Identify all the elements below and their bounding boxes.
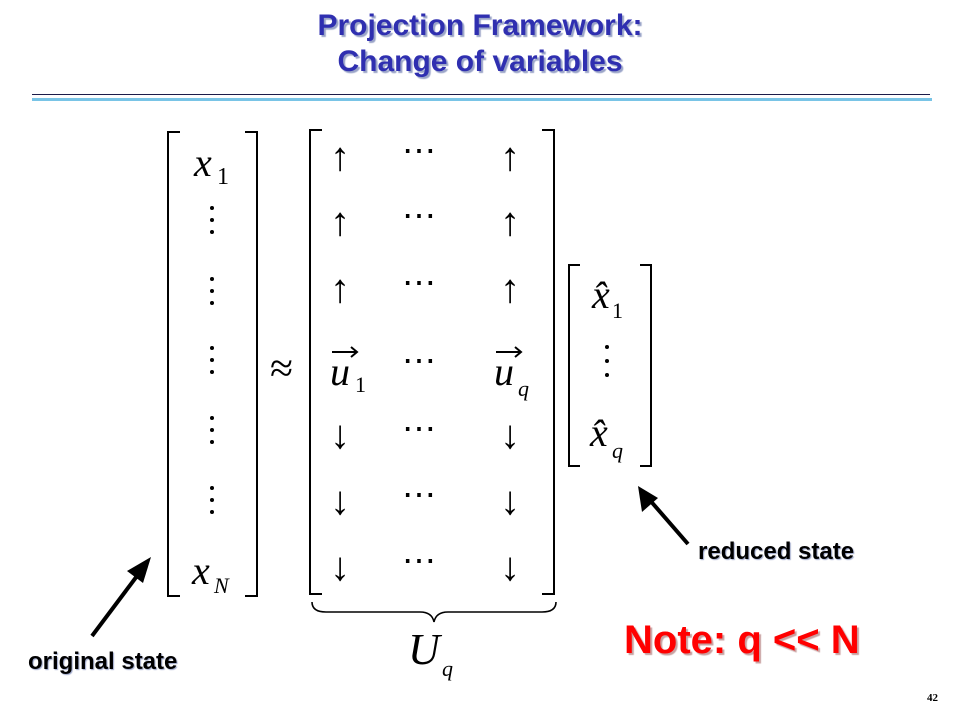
- reduced-vector-vdot: [605, 373, 609, 377]
- title-rule-light: [32, 98, 932, 101]
- title-line-1: Projection Framework:: [317, 9, 643, 42]
- reduced-vector-right-bracket: [640, 264, 652, 467]
- reduced-vector: [568, 264, 652, 467]
- basis-matrix-down-arrow: ↓: [330, 412, 350, 457]
- reduced-vector-vdot: [605, 345, 609, 349]
- reduced-state-label: reduced state: [698, 538, 855, 565]
- basis-matrix-down-arrow: ↓: [500, 544, 520, 589]
- slide-title: Projection Framework: Change of variable…: [0, 8, 960, 80]
- x-vector-first-entry: x: [193, 140, 212, 185]
- basis-matrix-right-bracket: [542, 129, 555, 595]
- title-line-2: Change of variables: [337, 45, 623, 78]
- x-vector-vdots: [210, 206, 214, 514]
- x-vector-vdot: [210, 358, 214, 362]
- title-rule-dark: [32, 94, 930, 95]
- reduced-vector-vdot: [605, 359, 609, 363]
- x-vector-vdot: [210, 277, 214, 281]
- reduced-state-arrow-line: [646, 496, 690, 546]
- basis-matrix-ellipsis: ⋯: [402, 543, 436, 580]
- x-vector: [167, 131, 258, 597]
- x-vector-vdot: [210, 498, 214, 502]
- basis-matrix-up-arrow: ↑: [330, 199, 350, 244]
- underbrace-label: U: [408, 625, 443, 674]
- basis-matrix-up-arrow: ↑: [500, 266, 520, 311]
- basis-first-column-vector: u: [330, 349, 350, 394]
- x-vector-vdot: [210, 510, 214, 514]
- size-note: Note: q << N: [624, 618, 860, 662]
- basis-matrix-ellipsis: ⋯: [402, 343, 436, 380]
- basis-matrix-up-arrow: ↑: [500, 134, 520, 179]
- basis-matrix-down-arrow: ↓: [330, 478, 350, 523]
- page-number: 42: [927, 692, 938, 704]
- basis-matrix-down-arrow: ↓: [500, 412, 520, 457]
- first-column-vector-arrowhead: [350, 346, 359, 358]
- basis-matrix-column-vectors: u 1 u q: [330, 346, 529, 401]
- x-vector-left-bracket: [167, 131, 180, 597]
- basis-matrix-ellipsis: ⋯: [402, 411, 436, 448]
- basis-matrix-left-bracket: [309, 129, 322, 595]
- x-vector-vdot: [210, 230, 214, 234]
- basis-matrix: [309, 129, 555, 595]
- x-vector-last-entry: x: [191, 548, 210, 593]
- reduced-state-arrowhead: [638, 486, 658, 512]
- reduced-vector-first-entry: x̂: [591, 272, 610, 317]
- reduced-vector-vdots: [605, 345, 609, 377]
- basis-matrix-ellipsis: ⋯: [402, 265, 436, 302]
- basis-first-column-subscript: 1: [355, 372, 366, 397]
- x-vector-vdot: [210, 289, 214, 293]
- reduced-vector-last-subscript: q: [612, 438, 623, 463]
- underbrace-label-subscript: q: [442, 656, 453, 681]
- basis-matrix-up-arrow: ↑: [330, 134, 350, 179]
- x-vector-right-bracket: [245, 131, 258, 597]
- original-state-pointer: [90, 557, 151, 638]
- reduced-state-pointer: [638, 486, 690, 546]
- basis-last-column-vector: u: [494, 349, 514, 394]
- x-vector-vdot: [210, 416, 214, 420]
- basis-matrix-up-arrow: ↑: [330, 266, 350, 311]
- basis-matrix-down-arrow: ↓: [500, 478, 520, 523]
- basis-matrix-up-arrow: ↑: [500, 199, 520, 244]
- reduced-vector-left-bracket: [568, 264, 580, 467]
- x-vector-vdot: [210, 218, 214, 222]
- x-vector-last-subscript: N: [213, 573, 230, 598]
- basis-matrix-down-arrow: ↓: [330, 544, 350, 589]
- original-state-arrowhead: [127, 557, 151, 583]
- original-state-arrow-line: [90, 570, 142, 638]
- x-vector-vdot: [210, 346, 214, 350]
- basis-matrix-underbrace: [311, 601, 557, 623]
- x-vector-vdot: [210, 370, 214, 374]
- basis-matrix-ellipsis: ⋯: [402, 198, 436, 235]
- x-vector-first-subscript: 1: [217, 164, 229, 190]
- x-vector-vdot: [210, 206, 214, 210]
- x-vector-vdot: [210, 428, 214, 432]
- reduced-vector-first-subscript: 1: [612, 298, 623, 323]
- approx-symbol: ≈: [270, 346, 293, 392]
- basis-matrix-ellipsis: ⋯: [402, 477, 436, 514]
- x-vector-vdot: [210, 301, 214, 305]
- basis-matrix-ellipsis: ⋯: [402, 133, 436, 170]
- basis-last-column-subscript: q: [518, 376, 529, 401]
- basis-matrix-rows: ↑ ⋯ ↑ ↑ ⋯ ↑ ↑ ⋯ ↑ ⋯ ↓ ⋯ ↓ ↓ ⋯ ↓ ↓ ⋯ ↓: [330, 133, 520, 589]
- last-column-vector-arrowhead: [514, 346, 523, 358]
- reduced-vector-last-entry: x̂: [589, 410, 608, 455]
- x-vector-vdot: [210, 440, 214, 444]
- original-state-label: original state: [28, 648, 178, 675]
- x-vector-vdot: [210, 486, 214, 490]
